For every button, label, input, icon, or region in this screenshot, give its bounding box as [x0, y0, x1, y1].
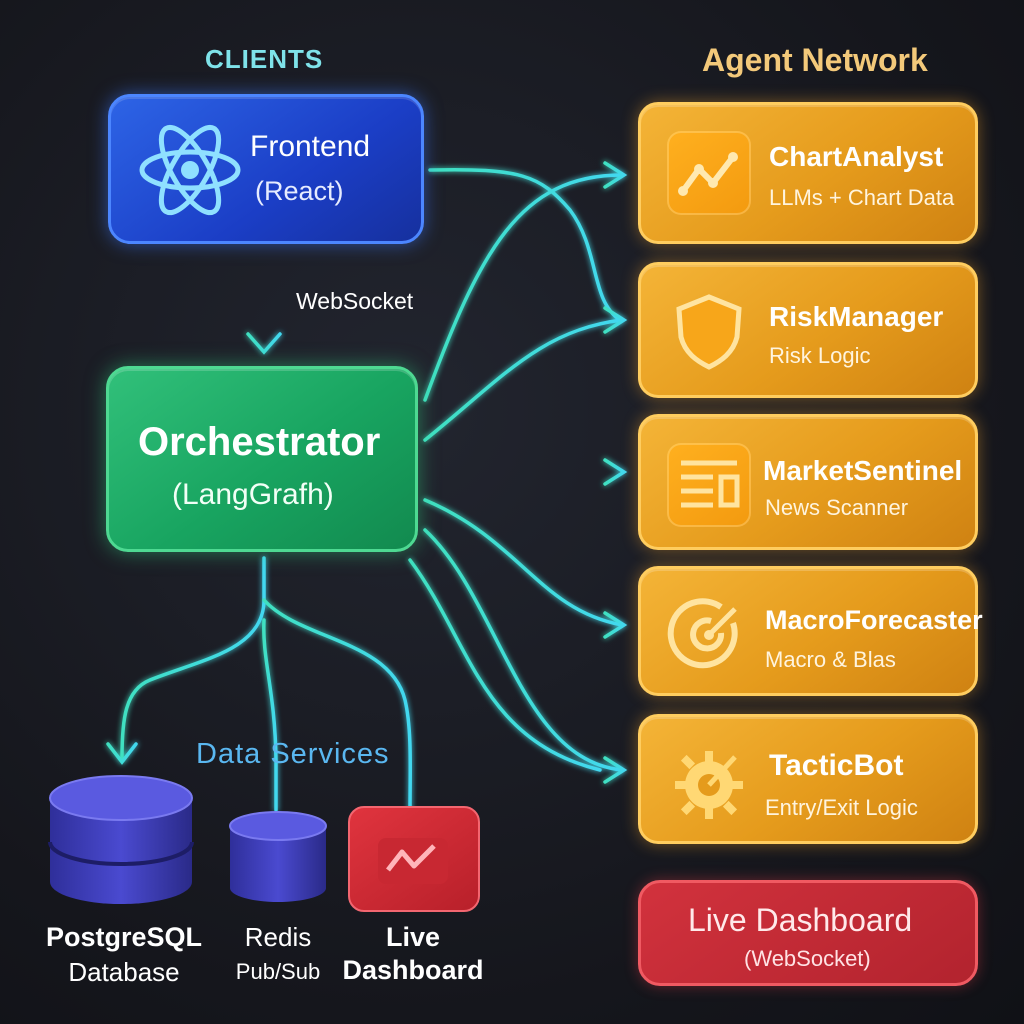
- dashboard-chart-icon: [348, 806, 480, 912]
- target-icon: [667, 593, 751, 677]
- clients-section-title: CLIENTS: [205, 44, 324, 74]
- live-dashboard-title: Live Dashboard: [688, 902, 913, 938]
- dashboard-line2: Dashboard: [342, 955, 484, 985]
- agent-title: TacticBot: [769, 749, 904, 782]
- agent-description: Entry/Exit Logic: [765, 795, 918, 820]
- frontend-subtitle: (React): [255, 176, 344, 206]
- shield-icon: [667, 289, 751, 373]
- react-atom-icon: [139, 124, 241, 216]
- frontend-chartanalyst-connector: [428, 167, 622, 322]
- agent-title: RiskManager: [769, 301, 944, 332]
- agent-title: MacroForecaster: [765, 605, 983, 635]
- redis-database-icon: [229, 811, 327, 902]
- redis-label: Redis Pub/Sub: [224, 922, 332, 985]
- agent-description: Risk Logic: [769, 343, 871, 368]
- agent-description: LLMs + Chart Data: [769, 185, 955, 210]
- postgres-name: PostgreSQL: [45, 922, 203, 952]
- orch-redis-connector: [262, 618, 278, 812]
- orch-dashboard-connector: [262, 598, 413, 812]
- orch-postgres-connector: [120, 556, 266, 760]
- websocket-label: WebSocket: [296, 288, 414, 314]
- dashboard-line1: Live: [385, 922, 441, 952]
- live-dashboard-node[interactable]: [638, 880, 978, 986]
- database-icon: [48, 775, 194, 904]
- orch-riskmanager-connector: [423, 318, 624, 442]
- agent-title: MarketSentinel: [763, 455, 963, 486]
- frontend-title: Frontend: [250, 130, 371, 163]
- data-services-title: Data Services: [196, 738, 390, 770]
- frontend-node[interactable]: [108, 94, 424, 244]
- orch-tacticbot-connector: [423, 528, 624, 772]
- redis-type: Pub/Sub: [235, 959, 321, 984]
- agent-network-title: Agent Network: [702, 42, 928, 78]
- orchestrator-subtitle: (LangGrafh): [172, 478, 334, 511]
- orch-chartanalyst-connector: [423, 173, 624, 402]
- gear-icon: [667, 741, 751, 825]
- orch-macroforecaster-connector: [423, 498, 624, 627]
- agent-description: News Scanner: [765, 495, 909, 520]
- live-dashboard-subtitle: (WebSocket): [744, 946, 871, 971]
- orchestrator-title: Orchestrator: [138, 420, 381, 464]
- line-chart-icon: [667, 131, 751, 215]
- agent-tacticbot[interactable]: TacticBot Entry/Exit Logic: [638, 714, 978, 844]
- agent-macroforecaster[interactable]: MacroForecaster Macro & Blas: [638, 566, 983, 696]
- agent-chartanalyst[interactable]: ChartAnalyst LLMs + Chart Data: [638, 102, 978, 244]
- postgres-label: PostgreSQL Database: [36, 922, 212, 988]
- redis-name: Redis: [244, 922, 312, 952]
- postgres-type: Database: [68, 957, 180, 987]
- agent-riskmanager[interactable]: RiskManager Risk Logic: [638, 262, 978, 398]
- live-dashboard-service-label: Live Dashboard: [330, 922, 496, 986]
- agent-title: ChartAnalyst: [769, 141, 944, 172]
- agent-description: Macro & Blas: [765, 647, 896, 672]
- agent-marketsentinel[interactable]: MarketSentinel News Scanner: [638, 414, 978, 550]
- orchestrator-node[interactable]: [106, 366, 418, 552]
- newspaper-icon: [667, 443, 751, 527]
